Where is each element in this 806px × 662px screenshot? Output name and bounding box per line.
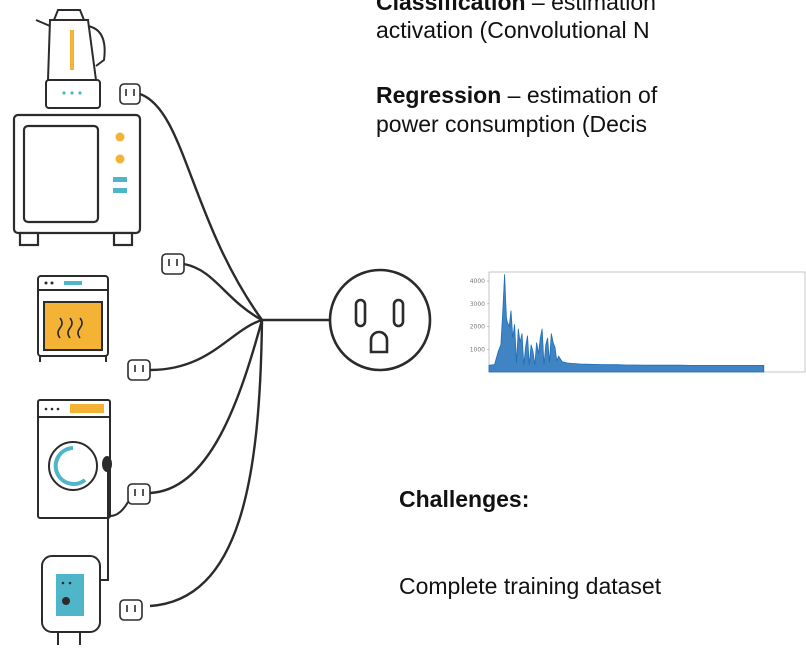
regression-term: Regression [376,82,502,108]
y-tick-label: 4000 [470,278,485,285]
kettle-icon [35,9,106,109]
y-tick-label: 3000 [470,301,485,308]
challenges-heading: Challenges: [399,486,530,512]
regression-desc: – estimation of [501,82,658,108]
washing-machine-icon [37,399,111,519]
classification-line: Classification – estimation [376,0,656,17]
power-consumption-chart: 4000 3000 2000 1000 [470,271,806,373]
classification-desc: – estimation [525,0,656,15]
water-heater-plug-icon [119,599,143,621]
kettle-plug-icon [119,83,141,105]
power-series-area [488,274,765,373]
classification-term: Classification [376,0,526,15]
oven-icon [37,275,109,362]
water-heater-icon [41,456,112,645]
wires [139,92,330,608]
regression-line-2: power consumption (Decis [376,111,648,137]
y-tick-label: 1000 [470,346,485,353]
oven-plug-icon [127,359,151,381]
challenges-body: Complete training dataset [399,573,662,599]
wall-outlet-icon [328,268,432,372]
y-tick-label: 2000 [470,324,485,331]
microwave-plug-icon [161,253,185,275]
regression-line: Regression – estimation of [376,81,657,110]
microwave-icon [12,113,142,247]
washing-machine-plug-icon [109,483,151,517]
classification-line-2: activation (Convolutional N [376,17,650,43]
